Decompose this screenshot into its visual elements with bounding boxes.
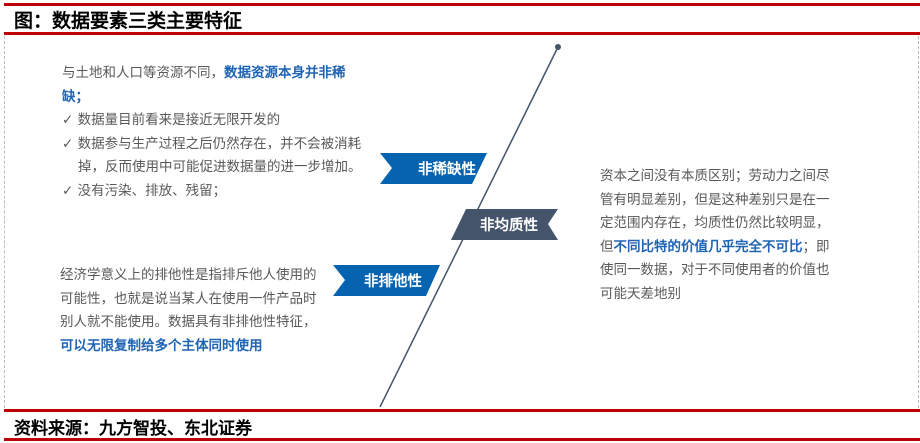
axis-endpoint-dot [555, 44, 561, 50]
scarcity-intro: 与土地和人口等资源不同， [62, 65, 224, 81]
title-bottom-rule [4, 32, 920, 35]
ribbon-exclusivity-shape [333, 265, 440, 296]
bullet-item: ✓ 数据参与生产过程之后仍然存在，并不会被消耗掉，反而使用中可能促进数据量的进一… [62, 135, 362, 176]
homogeneity-description: 资本之间没有本质区别；劳动力之间尽管有明显差别，但是这种差别只是在一定范围内存在… [600, 168, 830, 302]
ribbon-homogeneity-label: 非均质性 [480, 218, 538, 234]
check-icon: ✓ [62, 182, 74, 199]
source-bottom-rule [4, 438, 920, 441]
exclusivity-highlight: 可以无限复制给多个主体同时使用 [60, 337, 263, 354]
ribbon-scarcity-label: 非稀缺性 [418, 162, 476, 178]
ribbon-exclusivity-label: 非排他性 [364, 274, 422, 290]
figure-title: 图：数据要素三类主要特征 [14, 10, 243, 32]
source-top-rule [4, 409, 920, 412]
check-icon: ✓ [62, 135, 74, 152]
ribbon-scarcity-shape [380, 153, 487, 184]
exclusivity-description: 经济学意义上的排他性是指排斥他人使用的可能性，也就是说当某人在使用一件产品时别人… [60, 267, 317, 354]
source-note: 资料来源：九方智投、东北证券 [14, 419, 252, 439]
homogeneity-highlight: 不同比特的价值几乎完全不可比 [613, 238, 803, 255]
scarcity-description: 与土地和人口等资源不同，数据资源本身并非稀缺； ✓ 数据量目前看来是接近无限开发… [62, 62, 372, 203]
check-icon: ✓ [62, 112, 74, 128]
figure-frame [4, 36, 919, 408]
ribbon-homogeneity-shape [451, 209, 558, 240]
bullet-item: ✓ 没有污染、排放、残留； [62, 182, 227, 199]
scarcity-highlight: 数据资源本身并非稀缺； [62, 65, 346, 105]
title-top-rule [4, 3, 920, 6]
bullet-item: ✓ 数据量目前看来是接近无限开发的 [62, 112, 281, 128]
